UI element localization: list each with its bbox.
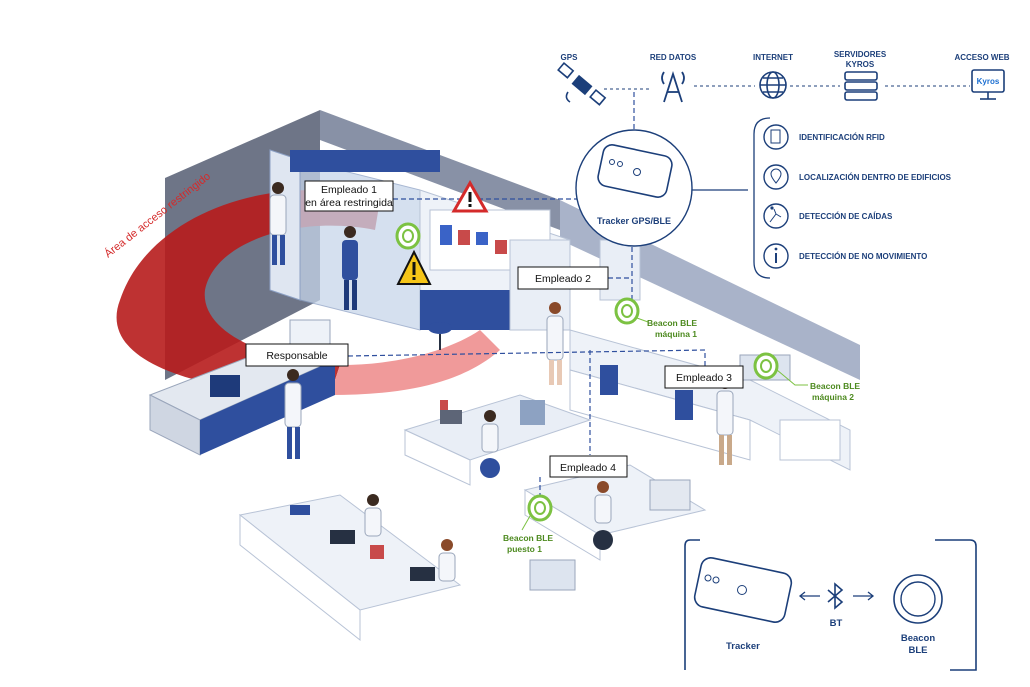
legend-beacon-icon xyxy=(893,574,943,624)
kyros-logo: Kyros xyxy=(977,77,1000,86)
warning-sign-yellow-icon xyxy=(396,249,432,285)
feature-fall-detection: DETECCIÓN DE CAÍDAS xyxy=(799,212,893,221)
callout-empleado-3: Empleado 3 xyxy=(664,365,744,389)
callout-empleado-2: Empleado 2 xyxy=(517,266,609,290)
beacon-maquina1-icon xyxy=(614,297,649,325)
callout-empleado-4-text: Empleado 4 xyxy=(560,462,616,474)
tracker-gps-ble-label: Tracker GPS/BLE xyxy=(597,216,671,226)
legend-tracker-label: Tracker xyxy=(726,641,760,652)
person-empleado-2 xyxy=(546,302,564,385)
callout-empleado-4: Empleado 4 xyxy=(549,455,628,478)
network-label-internet: INTERNET xyxy=(753,53,793,62)
beacon-maquina1-label-1: Beacon BLE xyxy=(647,318,697,328)
warning-icon xyxy=(451,179,489,213)
bt-arrows xyxy=(798,591,875,601)
callout-empleado-3-text: Empleado 3 xyxy=(676,372,732,384)
beacon-maquina2-icon xyxy=(753,352,808,386)
callout-responsable: Responsable xyxy=(245,343,349,367)
network-label-servidores: SERVIDORES xyxy=(834,50,887,59)
restricted-area-ring xyxy=(116,190,500,395)
right-counter xyxy=(569,329,851,471)
person-responsable xyxy=(284,369,302,459)
beacon-puesto1-label-1: Beacon BLE xyxy=(503,533,553,543)
beacon-maquina2-label-2: máquina 2 xyxy=(812,392,854,402)
callout-empleado-2-text: Empleado 2 xyxy=(535,273,591,285)
no-movement-icon xyxy=(763,243,789,269)
network-label-red-datos: RED DATOS xyxy=(650,53,697,62)
network-label-gps: GPS xyxy=(561,53,579,62)
monitor-icon xyxy=(971,69,1005,100)
feature-rfid: IDENTIFICACIÓN RFID xyxy=(799,133,885,142)
callout-empleado-1: Empleado 1 en área restringida xyxy=(304,180,394,212)
bluetooth-icon xyxy=(827,582,844,610)
legend-box xyxy=(684,539,977,671)
callout-empleado-1-line1: Empleado 1 xyxy=(321,184,377,196)
person-laptop-1 xyxy=(364,494,382,537)
fall-detection-icon xyxy=(763,203,789,229)
feature-no-movement: DETECCIÓN DE NO MOVIMIENTO xyxy=(799,252,927,261)
globe-icon xyxy=(759,71,787,99)
tracker-circle xyxy=(575,129,693,247)
legend-beacon-label-1: Beacon xyxy=(901,633,936,644)
beacon-puesto1-icon xyxy=(521,494,553,531)
person-empleado-1 xyxy=(269,182,287,265)
legend-beacon-label-2: BLE xyxy=(909,645,928,656)
person-laptop-2 xyxy=(438,539,456,582)
location-icon xyxy=(763,164,789,190)
legend-bt-label: BT xyxy=(830,618,843,629)
server-icon xyxy=(844,71,878,101)
rfid-icon xyxy=(763,124,789,150)
callout-responsable-text: Responsable xyxy=(266,350,327,362)
desk-front-left xyxy=(238,494,462,642)
beacon-restricted-icon xyxy=(395,222,421,250)
beacon-maquina2-label-1: Beacon BLE xyxy=(810,381,860,391)
feature-bracket xyxy=(692,117,771,279)
person-empleado-4 xyxy=(593,481,613,550)
antenna-tower-icon xyxy=(661,71,685,103)
stool-back xyxy=(428,322,452,350)
beacon-puesto1-label-2: puesto 1 xyxy=(507,544,542,554)
feature-indoor-location: LOCALIZACIÓN DENTRO DE EDIFICIOS xyxy=(799,173,952,182)
person-restricted xyxy=(342,226,358,310)
network-row xyxy=(604,85,970,90)
callout-empleado-1-line2: en área restringida xyxy=(305,197,393,209)
beacon-maquina1-label-2: máquina 1 xyxy=(655,329,697,339)
satellite-icon xyxy=(557,61,607,106)
network-label-kyros: KYROS xyxy=(846,60,875,69)
legend-tracker-icon xyxy=(693,557,793,623)
person-desk-middle xyxy=(480,410,500,478)
network-label-acceso-web: ACCESO WEB xyxy=(954,53,1009,62)
